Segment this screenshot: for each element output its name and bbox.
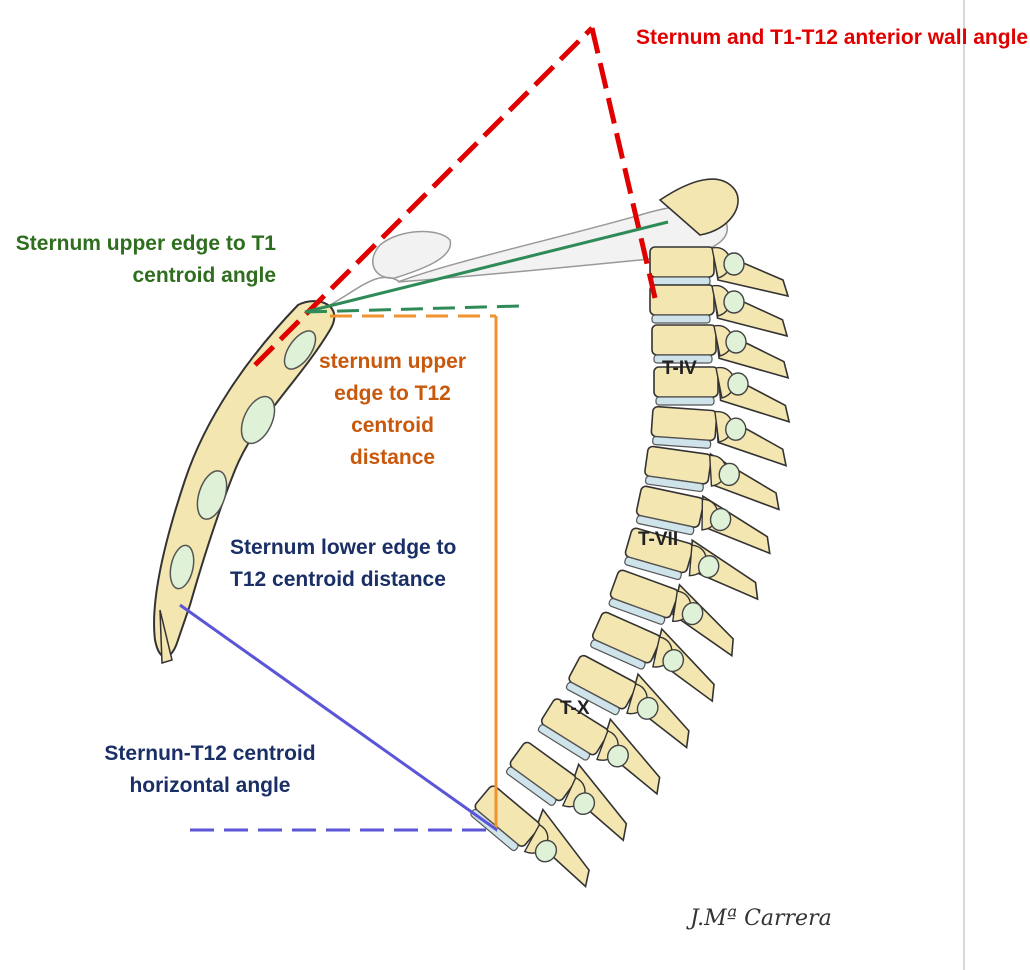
vertebra-top bbox=[658, 178, 739, 236]
signature: J.Mª Carrera bbox=[686, 906, 832, 931]
anterior-wall-angle-lines bbox=[253, 26, 658, 367]
vertebra bbox=[649, 284, 745, 324]
label-lower-edge-t12-distance: Sternum lower edge to T12 centroid dista… bbox=[230, 536, 457, 591]
vertebra bbox=[653, 366, 749, 406]
sternum bbox=[153, 300, 336, 664]
label-anterior-wall-angle: Sternum and T1-T12 anterior wall angle bbox=[636, 26, 1029, 49]
upper-edge-t12-distance-lines bbox=[330, 314, 498, 830]
vertebra bbox=[608, 569, 704, 626]
vertebra bbox=[505, 741, 596, 816]
vertebra bbox=[644, 445, 740, 493]
vertebra-label-t4: T-IV bbox=[662, 358, 697, 379]
vertebra bbox=[650, 405, 747, 449]
vertebral-column bbox=[470, 178, 791, 889]
sternal-segment bbox=[240, 395, 276, 445]
vertebra bbox=[537, 698, 629, 768]
vertebra bbox=[470, 785, 558, 863]
vertebra bbox=[635, 485, 732, 536]
vertebra bbox=[565, 654, 659, 720]
vertebra bbox=[590, 611, 685, 673]
vertebra bbox=[649, 246, 745, 286]
sternal-segment bbox=[196, 470, 228, 520]
label-upper-edge-t12-distance: sternum upper edge to T12 centroid dista… bbox=[318, 350, 467, 469]
label-horizontal-angle: Sternun-T12 centroid horizontal angle bbox=[104, 742, 316, 797]
horizontal-angle-lines bbox=[179, 603, 498, 832]
vertebra bbox=[651, 324, 747, 364]
upper-edge-t1-angle-lines bbox=[304, 220, 669, 314]
first-rib bbox=[329, 204, 728, 306]
vertebra-label-t10: T-X bbox=[560, 698, 590, 719]
vertebra-label-t7: T-VII bbox=[638, 529, 678, 550]
vertebra bbox=[624, 527, 720, 581]
sternal-segment bbox=[169, 544, 195, 590]
sternal-segment bbox=[283, 330, 317, 370]
label-upper-edge-t1-angle: Sternum upper edge to T1 centroid angle bbox=[15, 232, 276, 287]
